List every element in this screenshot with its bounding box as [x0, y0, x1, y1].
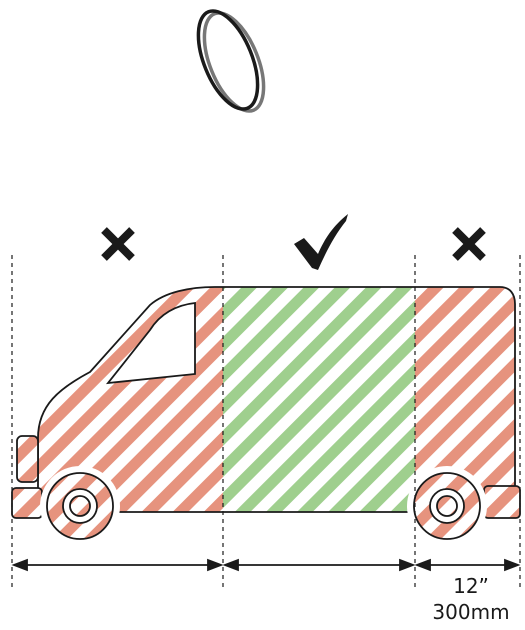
cross-icon — [104, 230, 132, 258]
headlight — [17, 436, 38, 482]
rear-dimension-metric: 300mm — [416, 600, 525, 624]
rear-wheel — [407, 466, 487, 546]
ring-icon — [186, 3, 275, 119]
front-bumper — [12, 488, 42, 518]
front-wheel — [40, 466, 120, 546]
cab-zone-dimension-arrow — [14, 560, 221, 570]
rear-zone-dimension-arrow — [417, 560, 518, 570]
dimension-arrows — [14, 560, 518, 570]
rear-bumper — [484, 486, 520, 518]
cross-icon — [455, 230, 483, 258]
check-icon — [294, 214, 348, 270]
middle-zone-dimension-arrow — [225, 560, 413, 570]
rear-dimension-imperial: 12” — [416, 574, 525, 598]
